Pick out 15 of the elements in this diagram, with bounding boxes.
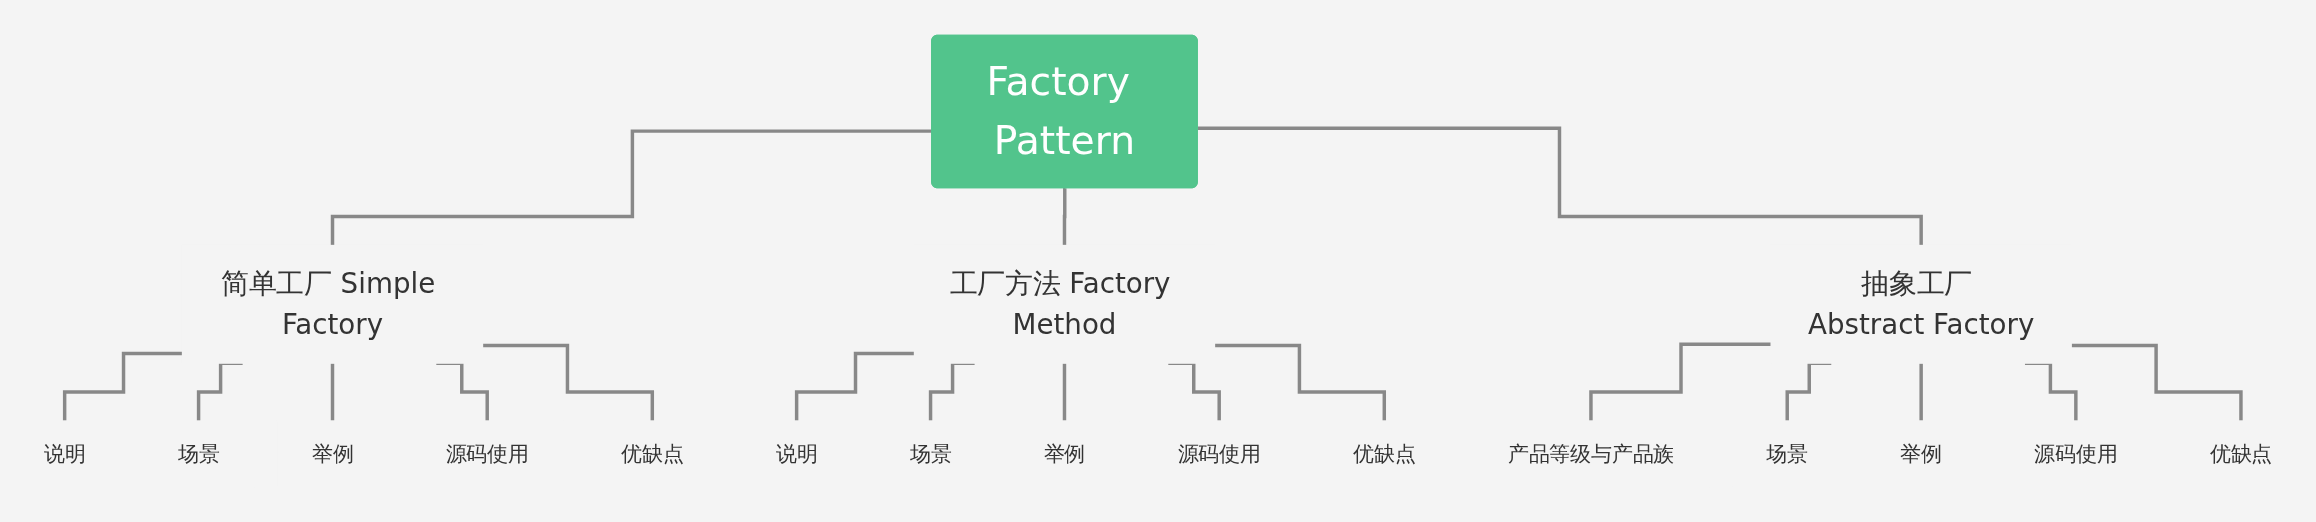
- node-text: 源码使用: [2034, 441, 2118, 466]
- node-text: 源码使用: [445, 441, 529, 466]
- node-text: 场景: [1766, 441, 1808, 466]
- node-text: 举例: [311, 441, 354, 466]
- node-text: 源码使用: [1177, 441, 1261, 466]
- node-text: 优缺点: [1353, 441, 1416, 466]
- node-text: 产品等级与产品族: [1507, 441, 1675, 466]
- node-text: 说明: [43, 441, 86, 466]
- node-text: 举例: [1043, 441, 1086, 466]
- node-text: 说明: [775, 441, 818, 466]
- node-text: 场景: [177, 441, 220, 466]
- node-text: 举例: [1900, 441, 1942, 466]
- node-text: 场景: [909, 441, 952, 466]
- node-text: 优缺点: [621, 441, 684, 466]
- node-text: 优缺点: [2209, 441, 2273, 466]
